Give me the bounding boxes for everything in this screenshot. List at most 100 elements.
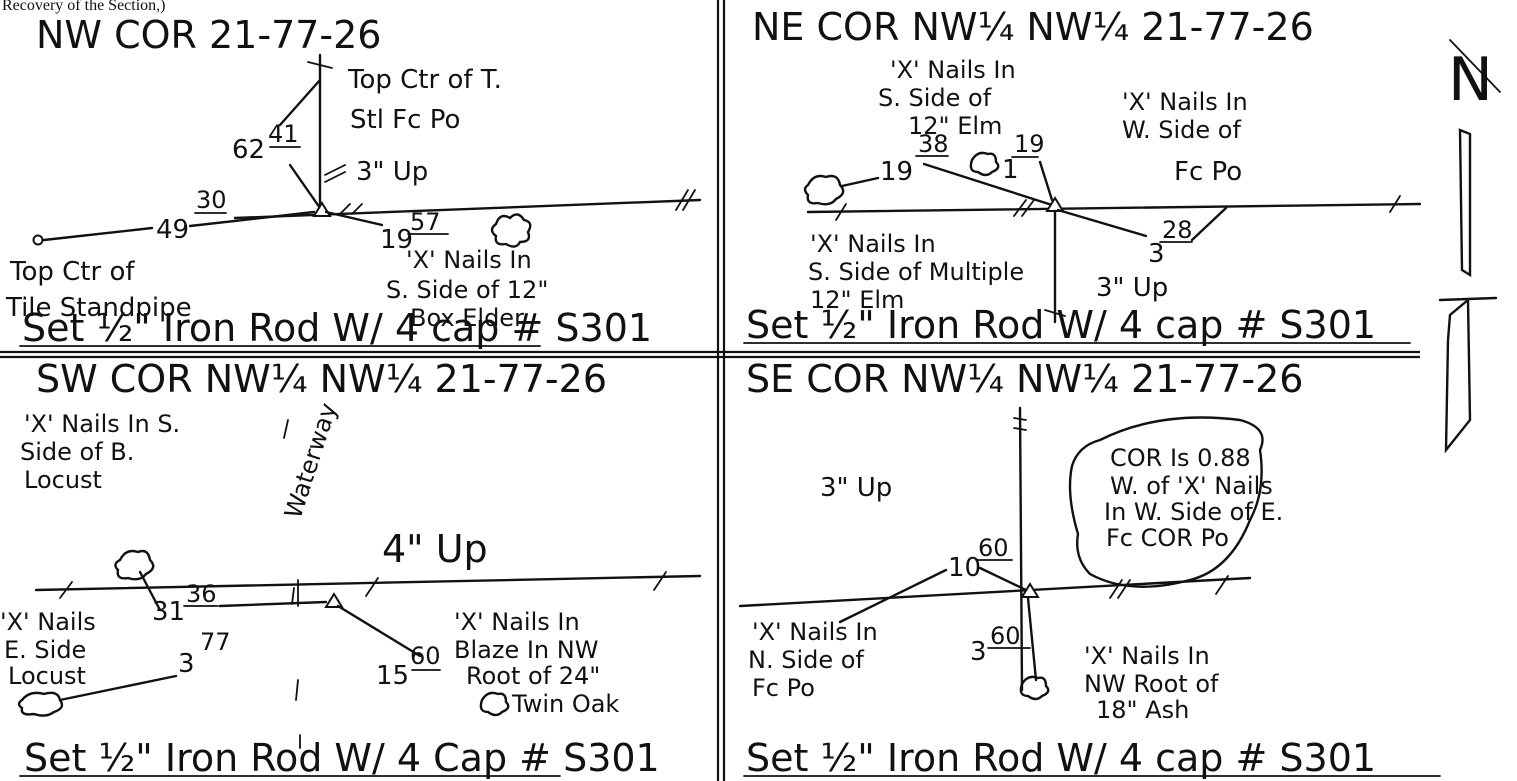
se-fence-tick3: [1215, 575, 1229, 595]
ne-se-line: [1056, 208, 1148, 238]
nw-fence-tick3: [682, 189, 696, 211]
ne-elm-line1: 'X' Nails In: [890, 56, 1016, 84]
sw-tie-sw-frac: 77: [200, 628, 231, 656]
ne-tie-west-frac: 38: [918, 130, 949, 158]
nw-standpipe-icon: [32, 234, 44, 246]
nw-pipe-line1: Top Ctr of: [9, 257, 135, 287]
ne-se-line-b: [1190, 206, 1228, 242]
se-ash-tree-icon: [1019, 675, 1050, 701]
ne-fence-tick1: [835, 203, 847, 221]
sw-twin-oak-tree-icon: [479, 691, 510, 717]
ne-multi-line2: S. Side of Multiple: [808, 258, 1024, 286]
sw-waterway-dash3: [295, 679, 299, 701]
north-arrow-shaft-upper: [1458, 128, 1472, 278]
se-up: 3" Up: [820, 473, 892, 503]
nw-tie-north: 62: [232, 135, 265, 165]
sw-waterway-dash1: [283, 419, 289, 439]
ne-tie-mid-frac: 19: [1014, 130, 1045, 158]
sw-waterway-dash2: [291, 587, 295, 605]
sw-set-line: Set ½" Iron Rod W/ 4 Cap # S301: [24, 736, 660, 780]
sw-fence-tick3: [653, 571, 667, 591]
nw-tie-north-frac: 41: [268, 120, 299, 148]
sw-locust-tree-icon: [114, 549, 155, 581]
ne-south-tick: [1044, 309, 1066, 317]
nw-west-line-b: [188, 210, 316, 228]
se-north-tick2: [1013, 427, 1027, 431]
nw-top-line1: Top Ctr of T.: [347, 65, 502, 95]
se-title: SE COR NW¼ NW¼ 21-77-26: [746, 357, 1303, 401]
sw-up: 4" Up: [382, 527, 488, 571]
sw-nw-line-a: [138, 570, 162, 612]
nw-tie-east: 19: [380, 225, 413, 255]
ne-up: 3" Up: [1096, 273, 1168, 303]
nw-tree-line3: Box Elder: [410, 304, 524, 332]
sw-corner-panel: SW COR NW¼ NW¼ 21-77-26 'X' Nails In S. …: [0, 357, 702, 780]
se-west-line-b: [978, 566, 1028, 592]
sw-title: SW COR NW¼ NW¼ 21-77-26: [36, 357, 607, 401]
ne-title: NE COR NW¼ NW¼ 21-77-26: [752, 5, 1314, 49]
ne-mid-line: [1038, 160, 1054, 202]
se-bubble-line2: W. of 'X' Nails: [1110, 472, 1273, 500]
sw-fence-tick1: [59, 581, 73, 599]
ne-tie-mid: 1: [1002, 155, 1019, 185]
se-bubble-line3: In W. Side of E.: [1104, 498, 1283, 526]
nw-tick-b: [324, 171, 346, 183]
nw-fence-tick1: [339, 203, 351, 215]
ne-tie-se: 3: [1148, 239, 1165, 269]
sw-locust-line2: Side of B.: [20, 438, 134, 466]
ne-fence-line: [806, 202, 1422, 214]
ne-elm-line3: 12" Elm: [908, 112, 1002, 140]
nw-tree-line1: 'X' Nails In: [406, 246, 532, 274]
sw-tie-nw-frac: 36: [186, 580, 217, 608]
north-arrow-slash: [1449, 39, 1501, 93]
nw-west-line-a: [42, 226, 154, 242]
north-arrow-letter: N: [1448, 45, 1493, 115]
nw-tie-east-frac: 57: [410, 208, 441, 236]
ne-fence-tick2: [1389, 195, 1401, 213]
sw-e-line3: Locust: [8, 662, 86, 690]
sw-tie-sw: 3: [178, 649, 195, 679]
ne-fence-tick3: [1013, 199, 1027, 217]
nw-north-tick: [307, 61, 333, 69]
nw-north-leader-2: [288, 163, 322, 210]
se-ash-line2: NW Root of: [1084, 670, 1219, 698]
ne-tie-west: 19: [880, 157, 913, 187]
sw-se-line: [336, 604, 422, 658]
nw-fence-line: [233, 198, 702, 220]
ne-set-line: Set ½" Iron Rod W/ 4 cap # S301: [746, 303, 1376, 347]
nw-tree-line2: S. Side of 12": [386, 276, 548, 304]
nw-corner-panel: NW COR 21-77-26 Top Ctr of T. Stl Fc Po …: [5, 13, 702, 350]
sw-e-line1: 'X' Nails: [0, 608, 96, 636]
se-bubble-line1: COR Is 0.88: [1110, 444, 1251, 472]
se-ash-line3: 18" Ash: [1096, 696, 1189, 724]
nw-north-leader: [278, 78, 322, 127]
nw-box-elder-tree-icon: [490, 213, 532, 248]
ne-elm-tree-icon: [803, 174, 845, 206]
north-arrow: N: [1438, 39, 1501, 454]
ne-multi-line1: 'X' Nails In: [810, 230, 936, 258]
nw-tie-west: 49: [156, 215, 189, 245]
sw-fence-line: [34, 574, 702, 592]
se-tie-s: 3: [970, 637, 987, 667]
sw-oak-line4: Twin Oak: [511, 690, 619, 718]
ne-elm-line2: S. Side of: [878, 84, 992, 112]
sw-waterway-label: Waterway: [279, 400, 343, 522]
sw-tie-nw: 31: [152, 597, 185, 627]
nw-top-line2: Stl Fc Po: [350, 105, 460, 135]
se-corner-panel: SE COR NW¼ NW¼ 21-77-26 3" Up COR Is 0.8…: [738, 357, 1441, 780]
sw-e-line2: E. Side: [4, 636, 86, 664]
ne-post-line1: 'X' Nails In: [1122, 88, 1248, 116]
se-fence-tick1: [1109, 579, 1123, 599]
nw-tick-a: [324, 164, 346, 176]
nw-tie-west-frac: 30: [196, 186, 227, 214]
nw-fence-tick2: [351, 203, 363, 215]
ne-corner-panel: NE COR NW¼ NW¼ 21-77-26 'X' Nails In S. …: [743, 5, 1422, 347]
sw-tie-se: 15: [376, 661, 409, 691]
se-fence-tick2: [1117, 579, 1131, 599]
header-fragment: Recovery of the Section,): [2, 0, 166, 14]
ne-west-line-a: [840, 176, 880, 188]
nw-pipe-line2: Tile Standpipe: [5, 293, 192, 323]
ne-fence-tick4: [1021, 199, 1035, 217]
north-arrow-shaft-lower: [1444, 297, 1472, 454]
